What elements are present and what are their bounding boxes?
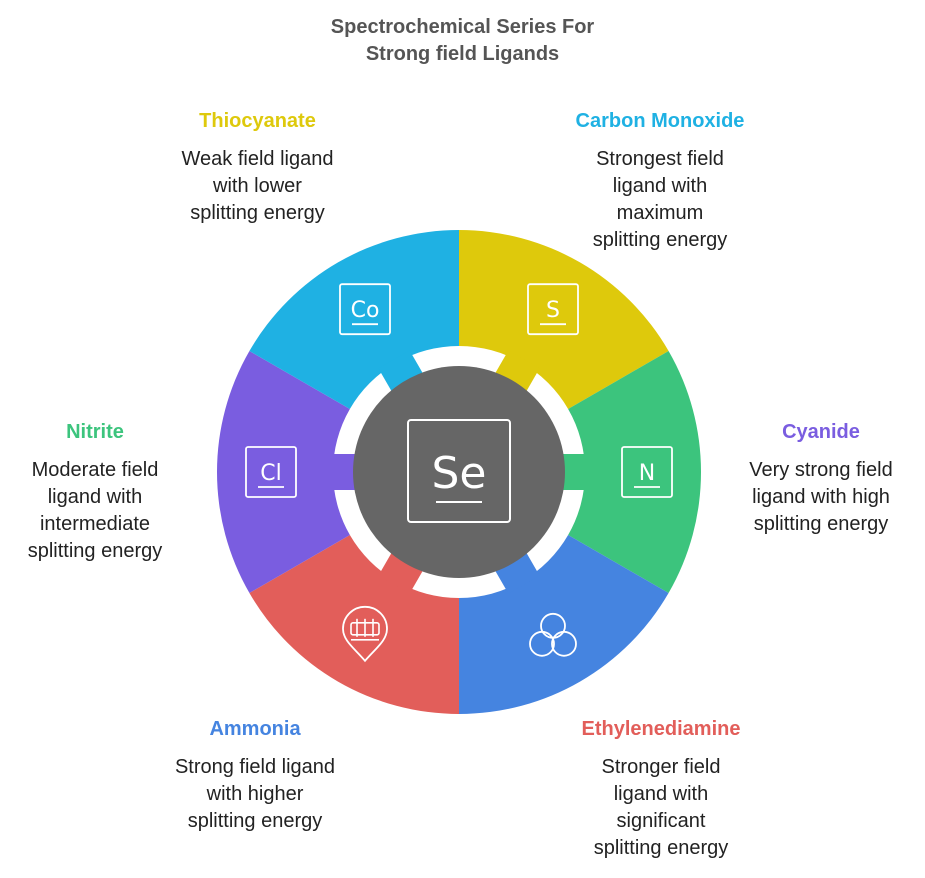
segment-connector [378, 549, 425, 594]
label-nitrite: Nitrite Moderate field ligand with inter… [10, 419, 180, 565]
segment-connector [378, 350, 425, 395]
desc-line: Strong field ligand [174, 756, 336, 778]
segment-beaker [249, 535, 459, 714]
segment-arc [249, 230, 459, 409]
center-circle [353, 366, 565, 578]
element-tile-icon: Cl [245, 446, 297, 498]
desc-line: splitting energy [753, 513, 889, 535]
label-cyanide: Cyanide Very strong field ligand with hi… [725, 419, 917, 538]
label-thiocyanate: Thiocyanate Weak field ligand with lower… [145, 108, 370, 227]
label-cyanide-name: Cyanide [782, 421, 860, 443]
desc-line: Stronger field [601, 756, 721, 778]
label-carbon-monoxide-name: Carbon Monoxide [575, 110, 745, 132]
diagram-title: Spectrochemical Series For Strong field … [0, 14, 925, 68]
desc-line: Weak field ligand [181, 148, 334, 170]
desc-line: with lower [213, 175, 302, 197]
element-tile-icon: N [621, 446, 673, 498]
wheel-segments: S N Cl Co [217, 230, 701, 714]
segment-co: Co [249, 230, 459, 409]
desc-line: splitting energy [27, 540, 163, 562]
desc-line: splitting energy [187, 810, 323, 832]
label-thiocyanate-name: Thiocyanate [199, 110, 316, 132]
segment-connector [493, 350, 540, 395]
label-nitrite-name: Nitrite [66, 421, 124, 443]
title-line-2: Strong field Ligands [365, 43, 560, 65]
desc-line: ligand with high [752, 486, 890, 508]
segment-arc [459, 230, 669, 409]
label-ethylenediamine-desc: Stronger field ligand with significant s… [550, 754, 772, 862]
element-symbol: Co [351, 298, 380, 323]
label-cyanide-desc: Very strong field ligand with high split… [725, 457, 917, 538]
segment-circles [459, 535, 669, 714]
label-thiocyanate-desc: Weak field ligand with lower splitting e… [145, 146, 370, 227]
element-tile-icon: S [527, 283, 579, 336]
desc-line: maximum [616, 202, 704, 224]
desc-line: splitting energy [592, 229, 728, 251]
label-ethylenediamine-name: Ethylenediamine [581, 718, 741, 740]
label-nitrite-desc: Moderate field ligand with intermediate … [10, 457, 180, 565]
label-carbon-monoxide: Carbon Monoxide Strongest field ligand w… [540, 108, 780, 254]
three-circles-icon [529, 612, 577, 657]
element-symbol: Cl [260, 461, 281, 486]
center-element-tile-icon: Se [407, 419, 511, 523]
segment-connector [559, 454, 589, 490]
element-tile-icon: Co [339, 283, 391, 336]
label-ammonia-desc: Strong field ligand with higher splittin… [140, 754, 370, 835]
desc-line: Strongest field [596, 148, 724, 170]
segment-arc [459, 535, 669, 714]
label-ammonia-name: Ammonia [209, 718, 301, 740]
element-symbol: S [546, 298, 560, 323]
desc-line: Very strong field [749, 459, 893, 481]
segment-connector [493, 549, 540, 594]
desc-line: Moderate field [31, 459, 159, 481]
center-symbol: Se [432, 448, 487, 499]
label-ethylenediamine: Ethylenediamine Stronger field ligand wi… [550, 716, 772, 862]
lab-location-icon [342, 605, 388, 663]
segment-arc [249, 535, 459, 714]
segment-arc [217, 351, 350, 593]
element-symbol: N [639, 461, 655, 486]
label-carbon-monoxide-desc: Strongest field ligand with maximum spli… [540, 146, 780, 254]
desc-line: with higher [206, 783, 304, 805]
segment-connector [329, 454, 359, 490]
label-ammonia: Ammonia Strong field ligand with higher … [140, 716, 370, 835]
desc-line: significant [616, 810, 706, 832]
desc-line: ligand with [613, 783, 709, 805]
segment-n: N [559, 351, 701, 593]
title-line-1: Spectrochemical Series For [330, 16, 595, 38]
segment-arc [568, 351, 701, 593]
desc-line: splitting energy [593, 837, 729, 859]
desc-line: splitting energy [190, 202, 325, 224]
desc-line: ligand with [612, 175, 708, 197]
desc-line: intermediate [39, 513, 151, 535]
desc-line: ligand with [47, 486, 143, 508]
center-hub: Se [353, 366, 565, 578]
segment-s: S [459, 230, 669, 409]
segment-cl: Cl [217, 351, 359, 593]
